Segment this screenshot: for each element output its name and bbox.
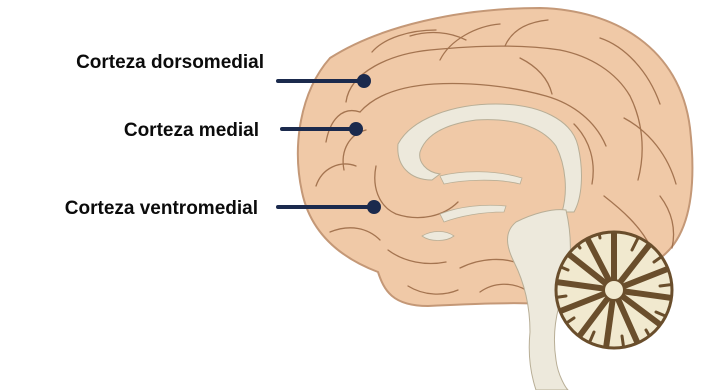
label-corteza-dorsomedial: Corteza dorsomedial [76,52,264,74]
pointer-dot-medial [349,122,363,136]
pointer-dot-dorsomedial [357,74,371,88]
label-corteza-medial: Corteza medial [124,120,259,142]
pointer-dot-ventromedial [367,200,381,214]
label-corteza-ventromedial: Corteza ventromedial [65,198,258,220]
